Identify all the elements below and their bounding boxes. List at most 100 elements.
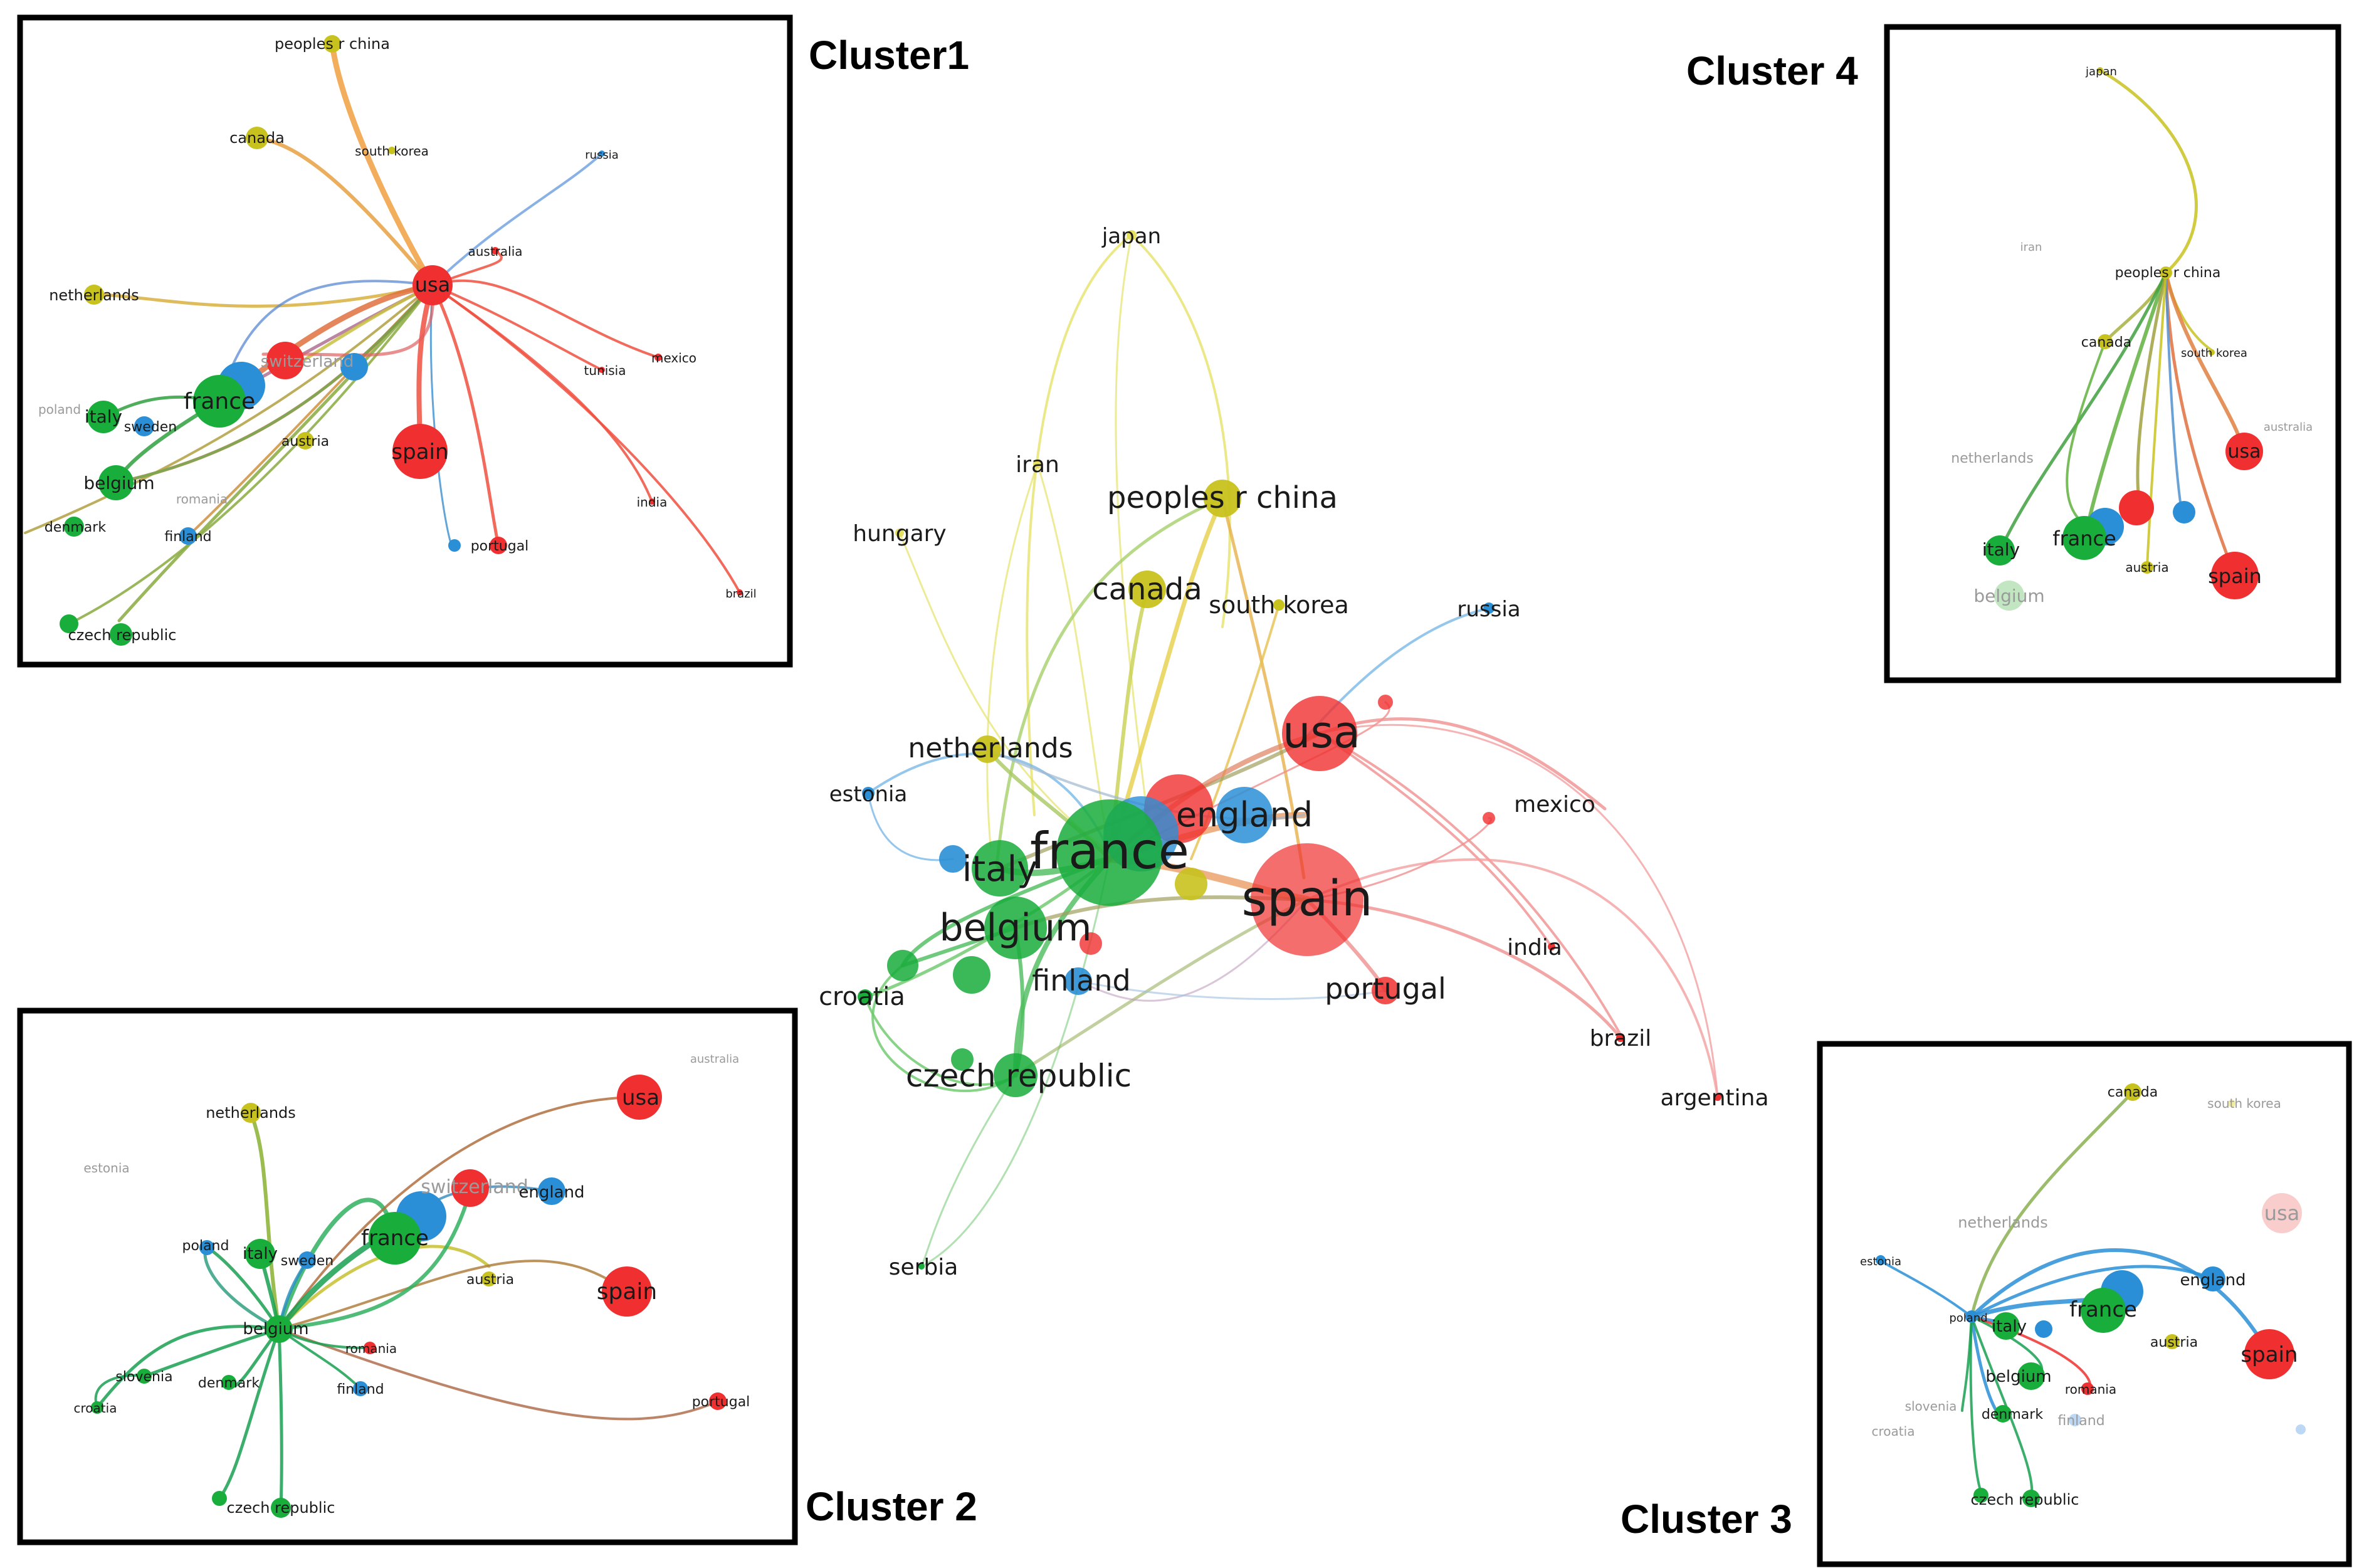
node-romania [1080,932,1102,955]
node-belgium [984,897,1047,959]
node-estonia [862,787,875,799]
inset1-label-poland: poland [38,402,81,417]
cluster-titles: Cluster1 Cluster 4 Cluster 2 Cluster 3 [806,33,1858,1542]
inset3-node-canada [2124,1083,2141,1101]
inset1-label-mexico: mexico [651,350,696,366]
inset-3-nodes [1876,1083,2306,1507]
inset2-node-usa [617,1075,662,1120]
label-croatia: croatia [819,982,905,1011]
node-south-korea [1273,599,1284,611]
inset3-label-poland: poland [1949,1312,1987,1325]
inset2-label-sweden: sweden [281,1253,334,1269]
inset2-label-romania: romania [345,1341,397,1356]
label-usa: usa [1283,707,1360,758]
node-india [1548,943,1555,950]
node-slovenia [887,950,918,981]
label-england: england [1176,795,1313,834]
inset1-label-switzerland: switzerland [261,352,354,371]
inset1-node-austria [297,432,314,450]
inset1-label-india: india [637,495,668,510]
inset1-node-russia [599,150,605,157]
main-labels: japan iran hungary peoples r china canad… [819,224,1768,1280]
inset2-node-sweden [298,1251,316,1269]
inset1-node-finland [179,527,197,545]
inset2-label-finland: finland [337,1382,384,1397]
inset4-label-italy: italy [1982,539,2020,560]
inset2-node-poland [199,1240,214,1255]
inset1-node-brazil [737,589,743,596]
inset-cluster-4: japan iran peoples r china canada south … [1884,24,2341,683]
label-argentina: argentina [1660,1085,1768,1111]
label-mexico: mexico [1514,792,1595,818]
inset1-label-spain: spain [391,439,448,465]
node-france [1056,799,1163,906]
inset2-label-australia: australia [690,1053,739,1066]
inset4-node-red-mid [2119,490,2154,525]
inset2-label-england: england [518,1183,584,1202]
inset1-node-canada [246,127,268,149]
inset4-node-france [2062,516,2106,560]
inset1-label-finland: finland [164,529,211,545]
inset3-label-finland: finland [2057,1413,2104,1429]
inset3-label-romania: romania [2065,1382,2116,1397]
cluster-3-title: Cluster 3 [1621,1497,1792,1542]
inset-1-labels: peoples r china canada south korea russi… [38,35,757,644]
inset3-node-austria [2165,1334,2180,1349]
inset3-label-south-korea: south korea [2207,1096,2281,1111]
inset4-label-france: france [2052,527,2116,550]
node-denmark [953,956,990,994]
label-belgium: belgium [940,906,1092,950]
inset4-node-japan [2097,67,2103,73]
inset-4-frame [1884,24,2341,683]
node-poland [939,845,967,873]
inset2-node-italy [245,1239,275,1269]
inset2-node-belgium [265,1315,293,1343]
inset1-label-netherlands: netherlands [49,287,139,304]
inset1-label-austria: austria [281,434,329,450]
node-czech-republic [994,1053,1038,1097]
inset1-node-switz-blue [340,353,368,381]
node-japan [1127,230,1137,240]
inset2-node-slovenia [137,1369,152,1384]
inset4-label-china: peoples r china [2115,265,2221,281]
inset1-node-china [323,35,341,53]
node-italy [972,840,1028,897]
inset3-node-romania [2081,1382,2094,1395]
inset4-node-canada [2098,334,2113,349]
node-peoples-r-china [1204,480,1241,517]
inset2-label-netherlands: netherlands [206,1104,296,1122]
node-finland [1064,967,1092,995]
node-canada [1128,571,1166,608]
label-iran: iran [1016,452,1059,478]
label-spain: spain [1241,871,1372,927]
label-canada: canada [1092,572,1202,607]
inset2-node-switzerland [451,1169,489,1207]
label-russia: russia [1457,597,1520,622]
node-serbia [918,1263,925,1270]
label-italy: italy [962,849,1038,890]
label-peoples-r-china: peoples r china [1107,480,1338,515]
inset2-label-slovenia: slovenia [115,1369,172,1385]
inset1-label-belgium: belgium [83,473,154,493]
inset2-node-denmark [221,1375,236,1390]
label-japan: japan [1101,224,1161,249]
inset1-node-denmark [64,517,84,537]
inset3-label-estonia: estonia [1860,1255,1901,1268]
inset1-label-denmark: denmark [45,520,106,535]
main-network: japan iran hungary peoples r china canad… [819,224,1768,1280]
inset2-label-austria: austria [466,1272,514,1288]
inset2-label-portugal: portugal [692,1394,750,1410]
inset1-node-portugal [490,537,507,554]
inset4-node-blue-mid [2173,501,2195,524]
inset4-node-south-korea [2209,349,2215,355]
node-iran [1033,460,1042,468]
node-croatia [858,989,873,1004]
inset4-label-spain: spain [2208,564,2262,588]
inset2-node-france [369,1212,421,1265]
inset1-label-tunisia: tunisia [584,363,626,378]
inset3-label-belgium: belgium [1985,1367,2051,1386]
inset-cluster-3: canada south korea usa netherlands eston… [1817,1041,2352,1567]
inset3-node-finland [2069,1414,2081,1426]
inset3-node-usa [2262,1193,2302,1233]
inset1-label-australia: australia [468,244,522,259]
